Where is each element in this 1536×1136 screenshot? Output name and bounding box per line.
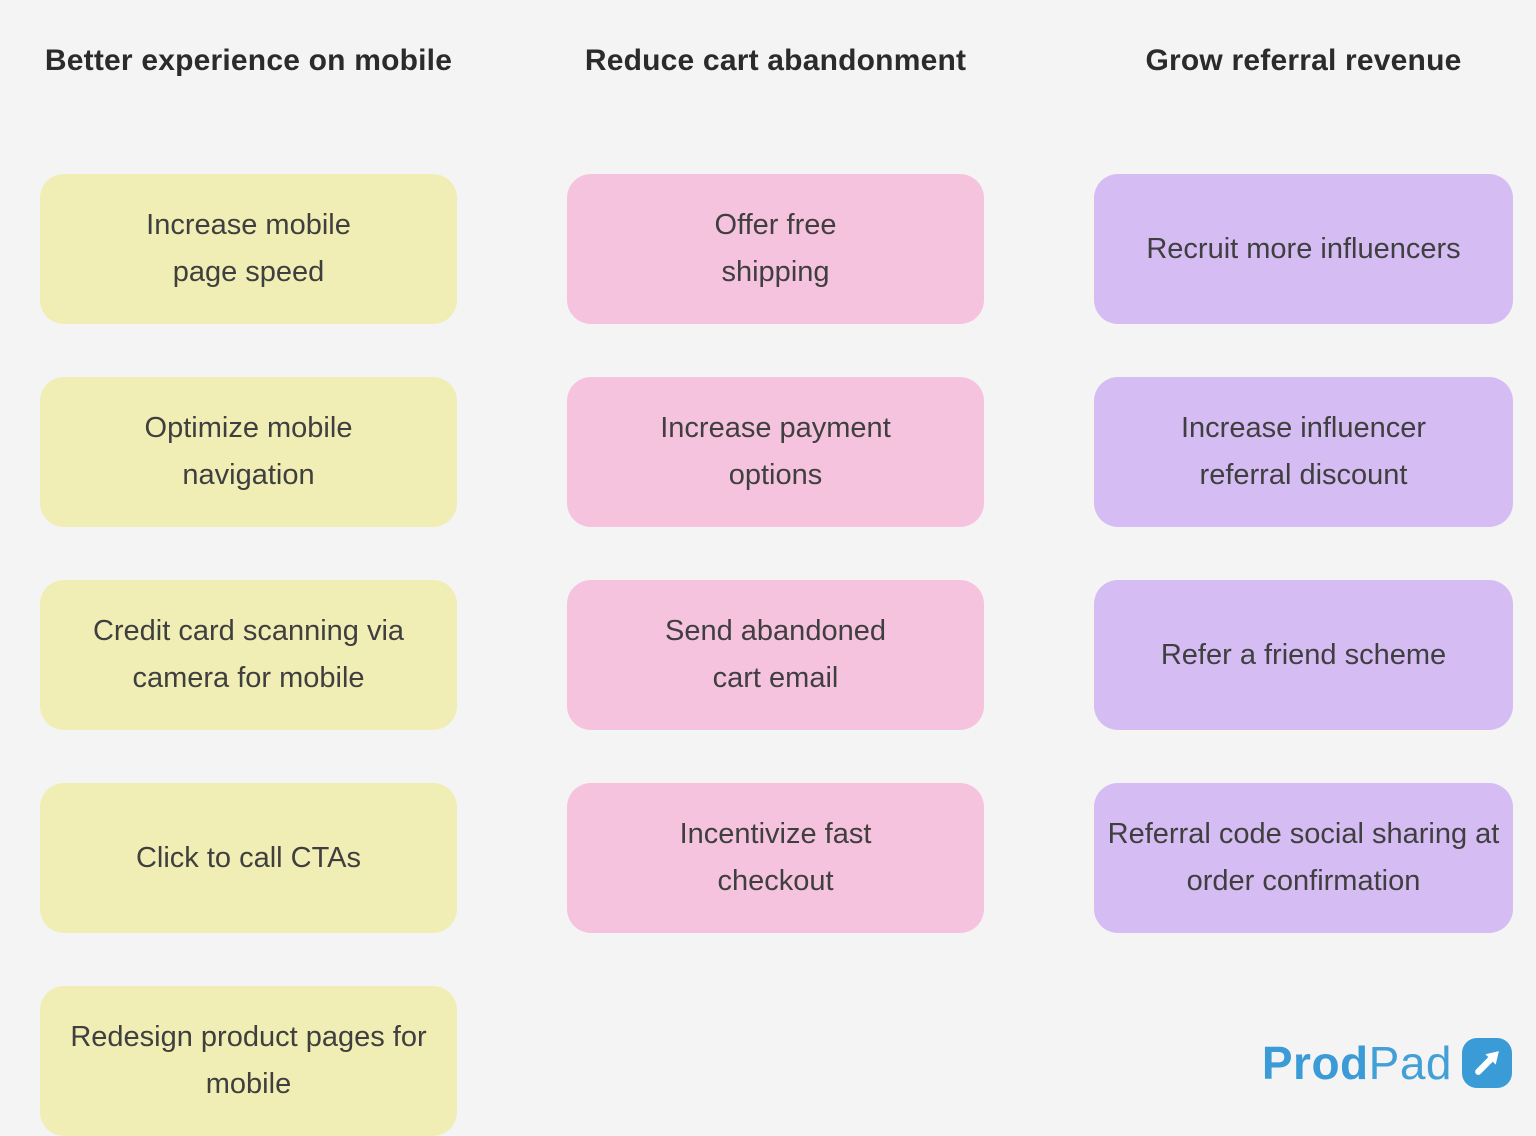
prodpad-wordmark: ProdPad [1262,1040,1452,1086]
idea-card[interactable]: Send abandoned cart email [567,580,984,730]
column-reduce-cart-abandonment: Reduce cart abandonment Offer free shipp… [567,0,984,1136]
column-title: Reduce cart abandonment [584,43,967,77]
column-better-experience-on-mobile: Better experience on mobile Increase mob… [40,0,457,1136]
arrow-up-right-icon [1462,1038,1512,1088]
idea-card[interactable]: Recruit more influencers [1094,174,1513,324]
idea-card[interactable]: Increase payment options [567,377,984,527]
idea-card[interactable]: Incentivize fast checkout [567,783,984,933]
idea-card[interactable]: Credit card scanning via camera for mobi… [40,580,457,730]
idea-card[interactable]: Referral code social sharing at order co… [1094,783,1513,933]
column-title: Grow referral revenue [1145,43,1462,77]
idea-card[interactable]: Click to call CTAs [40,783,457,933]
prodpad-wordmark-bold: Prod [1261,1037,1369,1089]
idea-card[interactable]: Redesign product pages for mobile [40,986,457,1136]
column-grow-referral-revenue: Grow referral revenue Recruit more influ… [1094,0,1513,1136]
prodpad-wordmark-light: Pad [1368,1037,1452,1089]
idea-card[interactable]: Refer a friend scheme [1094,580,1513,730]
idea-card[interactable]: Offer free shipping [567,174,984,324]
column-title: Better experience on mobile [44,43,453,77]
prodpad-logo: ProdPad [1262,1038,1512,1088]
idea-card[interactable]: Optimize mobile navigation [40,377,457,527]
idea-card[interactable]: Increase mobile page speed [40,174,457,324]
idea-card[interactable]: Increase influencer referral discount [1094,377,1513,527]
